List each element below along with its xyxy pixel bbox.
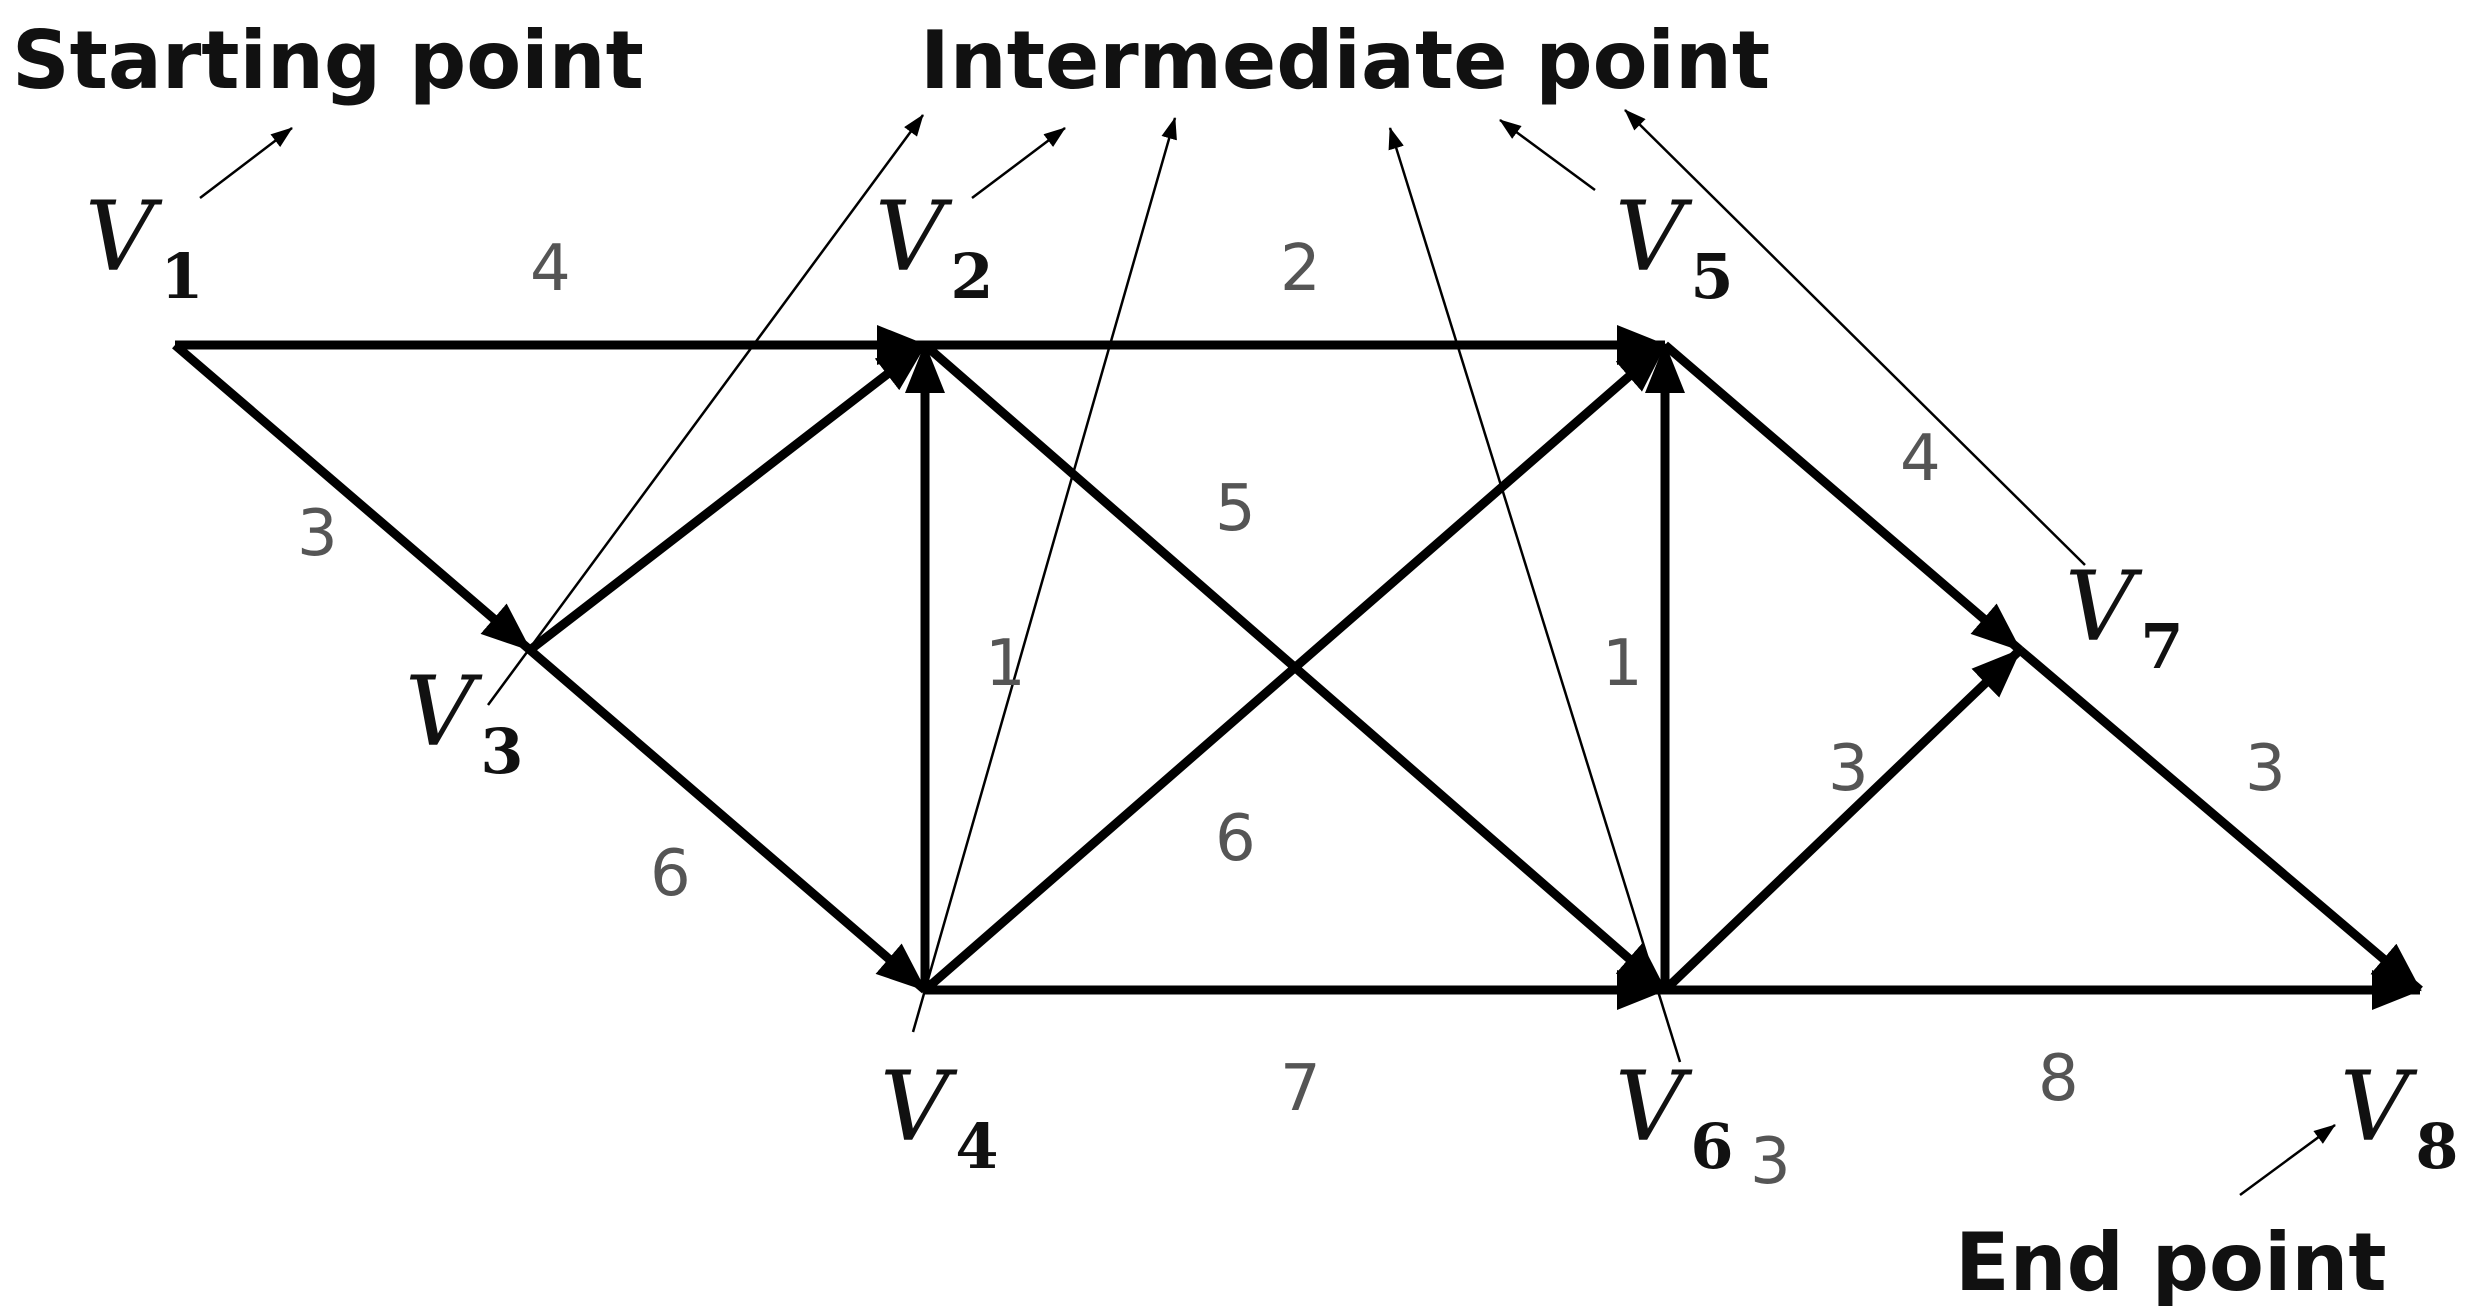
vertex-letter: V (405, 656, 483, 768)
vertex-subscript: 7 (2140, 610, 2183, 683)
starting-point-label: Starting point (12, 14, 644, 107)
pointer-v6 (1388, 127, 1682, 1063)
vertex-label-v6: V6 (1615, 1051, 1733, 1183)
vertex-subscript: 6 (1690, 1110, 1733, 1183)
vertex-label-v5: V5 (1615, 181, 1733, 313)
vertex-letter: V (85, 181, 163, 293)
weight-v6-v7: 3 (1828, 732, 1869, 806)
edge-v5-v7 (1662, 341, 2023, 654)
weight-v3-v4: 6 (650, 837, 691, 911)
edge-v3-v2 (527, 341, 928, 654)
vertex-letter: V (2340, 1051, 2418, 1163)
edge-v6-v7 (1661, 646, 2024, 994)
edge-v4-v5 (922, 341, 1668, 994)
vertex-letter: V (2065, 551, 2143, 663)
intermediate-point-label: Intermediate point (920, 14, 1770, 107)
weight-v5-v7: 4 (1900, 422, 1941, 496)
vertex-label-v2: V2 (875, 181, 993, 313)
edge-weights: 4 3 6 1 2 5 6 7 1 4 3 3 8 (297, 232, 2286, 1126)
pointer-v2 (971, 127, 1066, 199)
weight-v2-v5: 2 (1280, 232, 1321, 306)
vertex-subscript: 1 (160, 240, 203, 313)
pointer-v7 (1624, 109, 2086, 566)
edge-v3-v4 (527, 646, 928, 994)
vertex-label-v3: V3 (405, 656, 523, 788)
vertex-subscript: 5 (1690, 240, 1733, 313)
weight-v6-v8: 8 (2038, 1042, 2079, 1116)
vertex-label-v1: V1 (85, 181, 203, 313)
vertex-subscript: 3 (480, 715, 523, 788)
vertex-label-v7: V7 (2065, 551, 2183, 683)
weight-v6-v5: 1 (1602, 627, 1643, 701)
stray-weight-label: 3 (1750, 1125, 1791, 1199)
pointer-start (199, 127, 293, 199)
vertex-letter: V (880, 1051, 958, 1163)
weight-v2-v6: 5 (1215, 472, 1256, 546)
vertex-subscript: 4 (955, 1110, 998, 1183)
vertex-subscript: 2 (950, 240, 993, 313)
pointer-end (2239, 1123, 2336, 1197)
vertex-letter: V (1615, 181, 1693, 293)
vertex-subscript: 8 (2415, 1110, 2458, 1183)
vertex-letter: V (1615, 1051, 1693, 1163)
weight-v4-v6: 7 (1280, 1052, 1321, 1126)
pointer-v4 (911, 117, 1177, 1033)
vertex-label-v4: V4 (880, 1051, 998, 1183)
weight-v4-v5: 6 (1215, 802, 1256, 876)
vertex-letter: V (875, 181, 953, 293)
weight-v1-v3: 3 (297, 497, 338, 571)
annotation-pointers (199, 109, 2336, 1197)
end-point-label: End point (1955, 1216, 2387, 1306)
edge-v1-v3 (172, 341, 533, 654)
weight-v4-v2: 1 (985, 627, 1026, 701)
weight-v1-v2: 4 (530, 232, 571, 306)
pointer-v3 (486, 114, 925, 706)
pointer-v5 (1499, 118, 1596, 192)
edge-v7-v8 (2017, 646, 2423, 994)
weight-v7-v8: 3 (2245, 732, 2286, 806)
edges (172, 325, 2423, 1010)
vertex-label-v8: V8 (2340, 1051, 2458, 1183)
